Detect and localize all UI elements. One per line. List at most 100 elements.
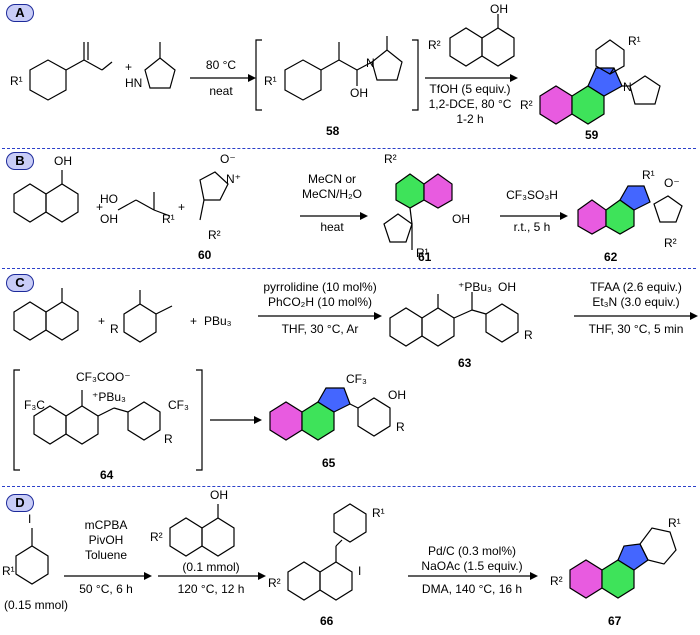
panel-b-step1-conditions: MeCN or MeCN/H₂O (296, 172, 368, 202)
atom-oh-65: OH (388, 388, 406, 402)
compound-63: 63 (458, 356, 472, 370)
atom-oh-b2: OH (100, 212, 118, 226)
condition-line: 1,2-DCE, 80 °C (428, 97, 512, 111)
condition-line: Pd/C (0.3 mol%) (427, 544, 517, 558)
atom-r-65: R (396, 420, 405, 434)
compound-58: 58 (326, 124, 340, 138)
panel-a-step1-conditions-below: neat (196, 84, 246, 99)
condition-line: TFAA (2.6 equiv.) (590, 280, 682, 294)
panel-tag-a: A (6, 4, 34, 22)
atom-i-d: I (28, 512, 32, 526)
condition-line: PivOH (88, 533, 124, 547)
atom-r2-62: R² (664, 236, 677, 250)
condition-line: MeCN or (307, 172, 356, 186)
atom-r1-62: R¹ (642, 168, 655, 182)
condition-line: heat (320, 220, 344, 234)
panel-d-step1-conditions-below: 50 °C, 6 h (66, 582, 146, 597)
atom-cf3-64: CF₃ (168, 398, 189, 412)
panel-b-step2-conditions: CF₃SO₃H (496, 188, 568, 203)
condition-line: 80 °C (205, 58, 237, 72)
compound-59: 59 (585, 128, 599, 142)
atom-r1-product: R¹ (628, 34, 641, 48)
compound-66: 66 (320, 614, 334, 628)
panel-b-structures (13, 170, 683, 250)
panel-c-step2-conditions-below: THF, 30 °C, 5 min (574, 322, 698, 337)
panel-a-structures (29, 14, 661, 125)
atom-r2-b: R² (208, 228, 221, 242)
condition-line: DMA, 140 °C, 16 h (421, 582, 523, 596)
atom-r2-67: R² (550, 574, 563, 588)
panel-c: C + R + PBu₃ ⁺ (0, 270, 700, 486)
panel-d-structures (15, 503, 677, 601)
condition-line: neat (209, 84, 233, 98)
atom-r2-d: R² (150, 530, 163, 544)
panel-tag-b: B (6, 152, 34, 170)
atom-n-intermediate: N (366, 56, 375, 70)
atom-r-64: R (164, 432, 173, 446)
panel-d-step2-conditions-below: 120 °C, 12 h (166, 582, 256, 597)
separator-bc (2, 268, 696, 269)
condition-line: TfOH (5 equiv.) (429, 82, 511, 96)
atom-cf3coo-64: CF₃COO⁻ (76, 370, 131, 384)
atom-r-63: R (524, 328, 533, 342)
plus-sign: + (96, 200, 104, 214)
atom-r-c: R (110, 322, 119, 336)
panel-tag-c: C (6, 274, 34, 292)
panel-c-structures (13, 288, 698, 471)
atom-pbu3plus-63: ⁺PBu₃ (458, 280, 492, 294)
panel-d: D I R¹ (0.15 mmol) OH R² R¹ R² I R¹ R² m… (0, 488, 700, 634)
atom-ho: HO (100, 192, 118, 206)
atom-pbu3plus-64: ⁺PBu₃ (92, 390, 126, 404)
atom-r1-61: R¹ (416, 246, 429, 260)
atom-hn: HN (125, 76, 143, 90)
condition-line: 120 °C, 12 h (177, 582, 245, 596)
panel-d-step2-conditions: (0.1 mmol) (166, 560, 256, 575)
atom-ominus-b: O⁻ (220, 152, 236, 166)
atom-oh-d: OH (210, 488, 228, 502)
plus-sign: + (98, 314, 106, 328)
condition-line: 50 °C, 6 h (79, 582, 133, 596)
condition-line: CF₃SO₃H (506, 188, 558, 202)
condition-line: PhCO₂H (10 mol%) (267, 295, 372, 309)
atom-r2-coumarin: R² (428, 38, 441, 52)
plus-sign: + (190, 314, 198, 328)
atom-r1-67: R¹ (668, 516, 681, 530)
atom-n-product: N (623, 80, 632, 94)
atom-r2-product: R² (520, 98, 533, 112)
compound-62: 62 (604, 250, 618, 264)
plus-sign: + (125, 60, 133, 74)
atom-oh-61: OH (452, 212, 470, 226)
atom-r2-61: R² (384, 152, 397, 166)
panel-tag-d: D (6, 494, 34, 512)
atom-oh-intermediate: OH (350, 86, 368, 100)
atom-r1-intermediate: R¹ (264, 74, 277, 88)
condition-line: r.t., 5 h (513, 220, 551, 234)
panel-b: B OH + HO OH R¹ + N⁺ O⁻ R² R² OH R¹ R¹ O… (0, 150, 700, 268)
condition-line: pyrrolidine (10 mol%) (263, 280, 377, 294)
panel-a: A (0, 0, 700, 148)
condition-line: 1-2 h (456, 112, 484, 126)
atom-i-66: I (358, 564, 362, 578)
amount-iodoarene: (0.15 mmol) (4, 598, 69, 612)
atom-oh-b1: OH (54, 154, 72, 168)
atom-r1-66: R¹ (372, 506, 385, 520)
reagent-pbu3: PBu₃ (204, 314, 232, 328)
separator-cd (2, 486, 696, 487)
atom-f3c-64: F₃C (24, 398, 45, 412)
panel-b-step2-conditions-below: r.t., 5 h (496, 220, 568, 235)
atom-r2-66: R² (268, 576, 281, 590)
condition-line: (0.1 mmol) (182, 560, 240, 574)
panel-b-step1-conditions-below: heat (296, 220, 368, 235)
panel-c-step1-conditions-below: THF, 30 °C, Ar (258, 322, 382, 337)
panel-c-step2-conditions: TFAA (2.6 equiv.) Et₃N (3.0 equiv.) (574, 280, 698, 310)
panel-a-step1-conditions: 80 °C (196, 58, 246, 73)
panel-d-step3-conditions: Pd/C (0.3 mol%) NaOAc (1.5 equiv.) (408, 544, 536, 574)
atom-cf3-65: CF₃ (346, 372, 367, 386)
condition-line: Et₃N (3.0 equiv.) (592, 295, 680, 309)
condition-line: THF, 30 °C, Ar (281, 322, 359, 336)
atom-oh-coumarin: OH (490, 2, 508, 16)
condition-line: NaOAc (1.5 equiv.) (421, 559, 523, 573)
compound-67: 67 (608, 614, 622, 628)
panel-a-step2-conditions: TfOH (5 equiv.) 1,2-DCE, 80 °C 1-2 h (425, 82, 515, 127)
panel-d-step1-conditions: mCPBA PivOH Toluene (66, 518, 146, 563)
